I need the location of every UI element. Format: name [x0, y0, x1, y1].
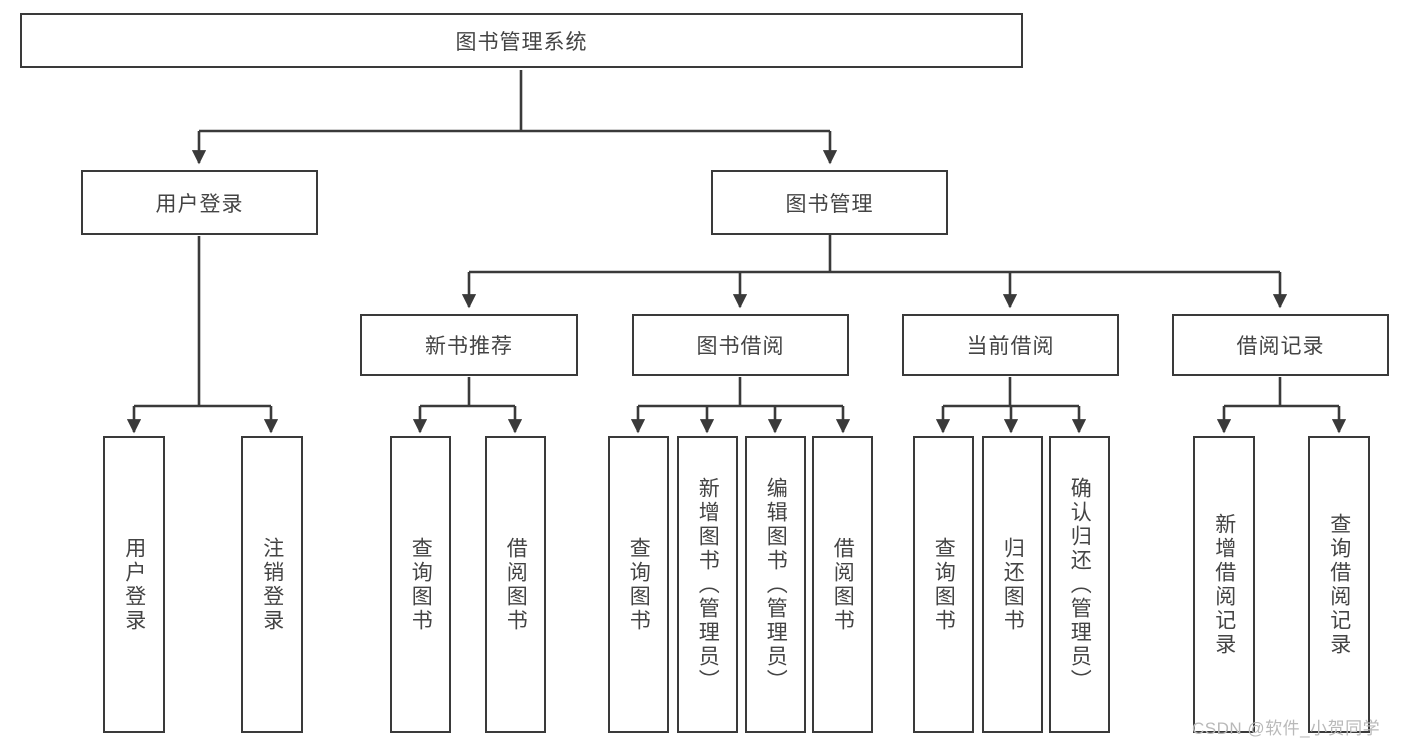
- leaf-return-book[interactable]: 归还图书: [982, 436, 1043, 733]
- leaf-query-book-3[interactable]: 查询图书: [913, 436, 974, 733]
- leaf-edit-book[interactable]: 编辑图书（管理员）: [745, 436, 806, 733]
- node-user-login-label: 用户登录: [155, 192, 244, 216]
- node-user-login[interactable]: 用户登录: [81, 170, 318, 235]
- leaf-borrow-book-2-label: 借阅图书: [831, 536, 855, 633]
- node-current-borrow[interactable]: 当前借阅: [902, 314, 1119, 376]
- node-root[interactable]: 图书管理系统: [20, 13, 1023, 68]
- leaf-query-record-label: 查询借阅记录: [1327, 512, 1351, 657]
- node-current-borrow-label: 当前借阅: [966, 335, 1055, 358]
- leaf-user-login-label: 用户登录: [122, 536, 146, 633]
- leaf-query-book-2-label: 查询图书: [627, 536, 651, 633]
- node-new-book-recommend-label: 新书推荐: [425, 335, 513, 358]
- leaf-return-book-label: 归还图书: [1001, 536, 1025, 633]
- leaf-logout-login[interactable]: 注销登录: [241, 436, 303, 733]
- leaf-query-record[interactable]: 查询借阅记录: [1308, 436, 1370, 733]
- csdn-watermark: CSDN @软件_小贺同学: [1192, 719, 1381, 738]
- leaf-user-login[interactable]: 用户登录: [103, 436, 165, 733]
- leaf-borrow-book-1[interactable]: 借阅图书: [485, 436, 546, 733]
- node-book-borrow[interactable]: 图书借阅: [632, 314, 849, 376]
- leaf-logout-login-label: 注销登录: [260, 536, 284, 633]
- leaf-query-book-1[interactable]: 查询图书: [390, 436, 451, 733]
- node-root-label: 图书管理系统: [455, 30, 588, 54]
- leaf-add-record[interactable]: 新增借阅记录: [1193, 436, 1255, 733]
- leaf-query-book-2[interactable]: 查询图书: [608, 436, 669, 733]
- node-book-borrow-label: 图书借阅: [696, 335, 785, 358]
- leaf-borrow-book-2[interactable]: 借阅图书: [812, 436, 873, 733]
- leaf-add-record-label: 新增借阅记录: [1212, 512, 1236, 657]
- node-borrow-record[interactable]: 借阅记录: [1172, 314, 1389, 376]
- node-new-book-recommend[interactable]: 新书推荐: [360, 314, 578, 376]
- node-book-manage-label: 图书管理: [785, 192, 874, 216]
- leaf-confirm-return[interactable]: 确认归还（管理员）: [1049, 436, 1110, 733]
- leaf-add-book-label: 新增图书（管理员）: [696, 476, 720, 693]
- leaf-query-book-3-label: 查询图书: [932, 536, 956, 633]
- leaf-confirm-return-label: 确认归还（管理员）: [1068, 476, 1092, 693]
- leaf-edit-book-label: 编辑图书（管理员）: [764, 476, 788, 693]
- node-borrow-record-label: 借阅记录: [1236, 335, 1325, 358]
- leaf-add-book[interactable]: 新增图书（管理员）: [677, 436, 738, 733]
- node-book-manage[interactable]: 图书管理: [711, 170, 948, 235]
- leaf-borrow-book-1-label: 借阅图书: [504, 536, 528, 633]
- leaf-query-book-1-label: 查询图书: [409, 536, 433, 633]
